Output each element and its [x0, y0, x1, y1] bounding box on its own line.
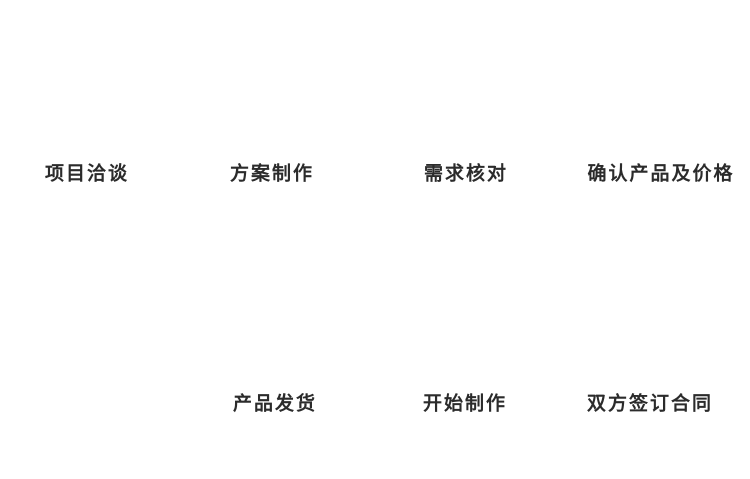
step-requirements-check: 需求核对 — [423, 163, 509, 185]
step-product-shipment: 产品发货 — [232, 393, 318, 415]
step-start-production: 开始制作 — [422, 393, 508, 415]
step-proposal-creation: 方案制作 — [229, 163, 315, 185]
step-confirm-product-price: 确认产品及价格 — [587, 163, 735, 185]
step-sign-contract: 双方签订合同 — [586, 393, 714, 415]
step-project-negotiation: 项目洽谈 — [44, 163, 130, 185]
